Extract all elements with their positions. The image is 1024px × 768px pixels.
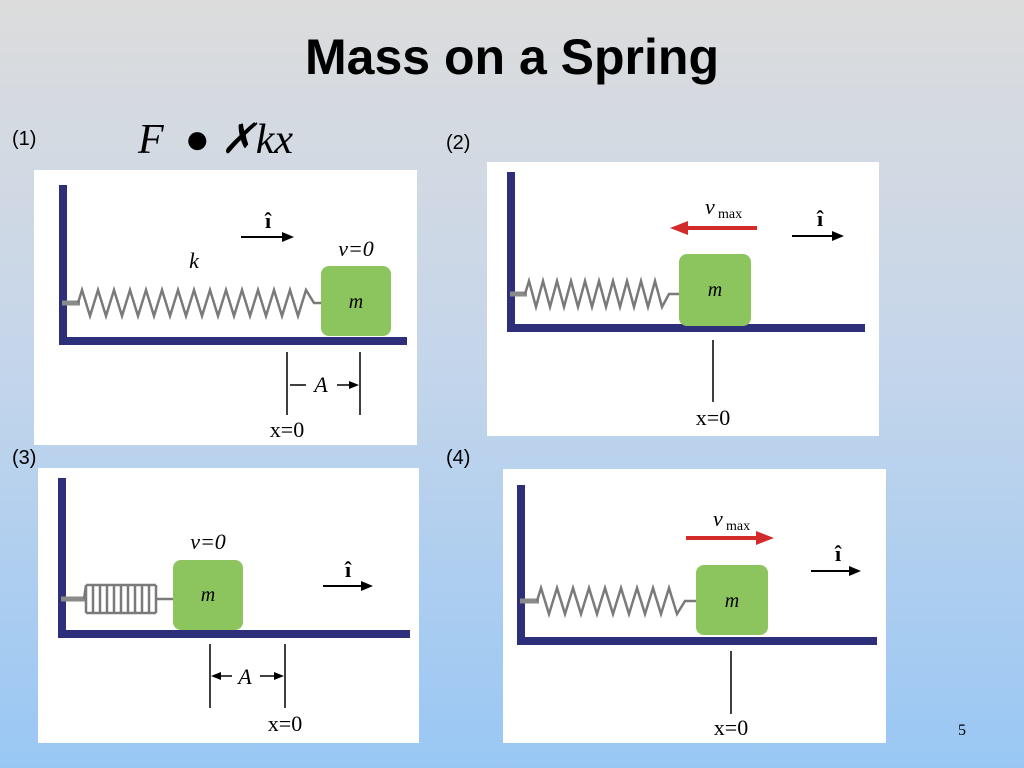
wall [59, 185, 67, 345]
wall [507, 172, 515, 332]
panel-3-label: (3) [12, 447, 37, 469]
panel-2-label: (2) [446, 132, 471, 154]
panel-4-diagram: m v max î x=0 [503, 469, 886, 743]
velocity-arrowhead [756, 531, 774, 545]
origin-label: x=0 [268, 711, 302, 736]
spring-force-formula: F ● ✗kx [138, 117, 293, 163]
page-number: 5 [958, 722, 966, 739]
wall [58, 478, 66, 638]
spring [523, 276, 680, 312]
panel-1-diagram: m k v=0 î A x=0 [34, 170, 417, 445]
unit-vector-arrowhead [832, 231, 844, 241]
origin-label: x=0 [270, 417, 304, 442]
unit-vector-label: î [816, 206, 824, 231]
origin-label: x=0 [696, 405, 730, 430]
amplitude-label: A [312, 372, 328, 397]
unit-vector-arrowhead [282, 232, 294, 242]
unit-vector-label: î [344, 557, 352, 582]
floor [59, 337, 407, 345]
velocity-label: v=0 [338, 236, 374, 261]
spring [535, 583, 697, 619]
mass-block [321, 266, 391, 336]
panel-2-diagram: m v max î x=0 [487, 162, 879, 436]
mass-block [696, 565, 768, 635]
slide-title: Mass on a Spring [305, 29, 719, 85]
wall [517, 485, 525, 645]
spring-constant-label: k [189, 248, 200, 273]
spring [76, 285, 322, 321]
floor [507, 324, 865, 332]
velocity-symbol: v [705, 194, 715, 219]
mass-label: m [201, 584, 215, 606]
amplitude-label: A [236, 664, 252, 689]
mass-label: m [708, 279, 722, 301]
velocity-subscript: max [726, 519, 750, 534]
velocity-label: v=0 [190, 529, 226, 554]
panel-1-label: (1) [12, 128, 37, 150]
panel-4-label: (4) [446, 447, 471, 469]
spring [82, 583, 174, 615]
floor [58, 630, 410, 638]
velocity-symbol: v [713, 506, 723, 531]
floor [517, 637, 877, 645]
origin-label: x=0 [714, 715, 748, 740]
mass-label: m [349, 291, 363, 313]
mass-label: m [725, 590, 739, 612]
unit-vector-label: î [834, 541, 842, 566]
unit-vector-arrowhead [849, 566, 861, 576]
mass-block [173, 560, 243, 630]
panel-3-diagram: m v=0 î A x=0 [38, 468, 419, 743]
mass-block [679, 254, 751, 326]
velocity-arrowhead [670, 221, 688, 235]
unit-vector-label: î [264, 208, 272, 233]
unit-vector-arrowhead [361, 581, 373, 591]
velocity-subscript: max [718, 207, 742, 222]
